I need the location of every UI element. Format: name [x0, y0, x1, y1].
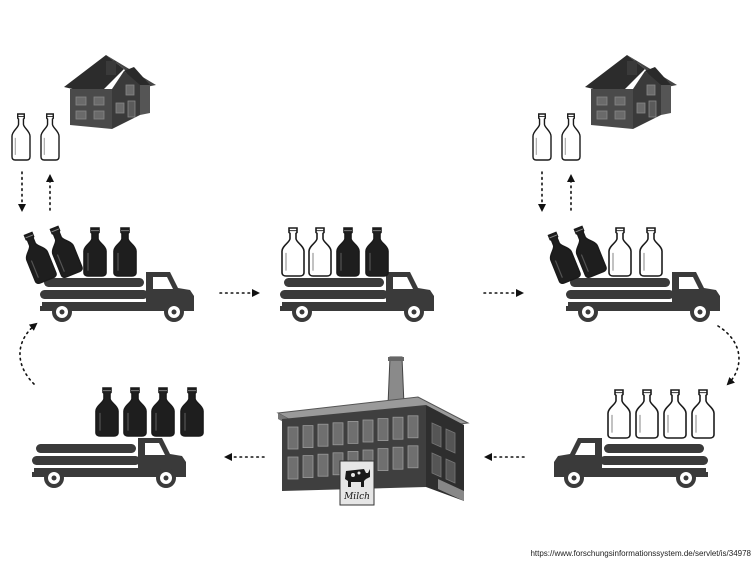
delivery-truck-icon	[566, 272, 720, 322]
milk-bottle-full-icon	[49, 225, 83, 278]
delivery-truck-icon	[32, 438, 186, 488]
milk-bottle-empty-icon	[11, 113, 31, 161]
milk-bottle-full-icon	[23, 231, 57, 284]
milk-bottle-full-icon	[365, 227, 389, 277]
milk-bottle-full-icon	[123, 387, 147, 437]
milk-bottle-full-icon	[547, 231, 581, 284]
milk-bottle-empty-icon	[532, 113, 552, 161]
factory-sign-label: Milch	[343, 492, 370, 502]
milk-bottle-empty-icon	[40, 113, 60, 161]
milk-bottle-full-icon	[95, 387, 119, 437]
factory-sign: Milch	[339, 460, 375, 506]
milk-bottle-empty-icon	[639, 227, 663, 277]
delivery-truck-icon	[554, 438, 708, 488]
milk-bottle-full-icon	[336, 227, 360, 277]
arrow-truck3-to-truck4	[717, 325, 740, 386]
delivery-truck-icon	[280, 272, 434, 322]
milk-bottle-full-icon	[113, 227, 137, 277]
milk-bottle-full-icon	[573, 225, 607, 278]
milk-bottle-empty-icon	[663, 389, 687, 439]
milk-bottle-empty-icon	[635, 389, 659, 439]
milk-bottle-full-icon	[180, 387, 204, 437]
milk-bottle-empty-icon	[281, 227, 305, 277]
milk-bottle-empty-icon	[308, 227, 332, 277]
milk-bottle-empty-icon	[608, 227, 632, 277]
delivery-truck-icon	[40, 272, 194, 322]
house-icon	[585, 55, 677, 129]
milk-bottle-empty-icon	[607, 389, 631, 439]
milk-bottle-full-icon	[151, 387, 175, 437]
milk-bottle-empty-icon	[691, 389, 715, 439]
source-url: https://www.forschungsinformationssystem…	[530, 549, 751, 558]
arrow-truck5-to-truck1	[19, 322, 38, 385]
dairy-factory-icon: Milch	[276, 356, 470, 506]
cow-icon	[345, 469, 370, 487]
milk-bottle-full-icon	[83, 227, 107, 277]
milk-bottle-empty-icon	[561, 113, 581, 161]
house-icon	[64, 55, 156, 129]
